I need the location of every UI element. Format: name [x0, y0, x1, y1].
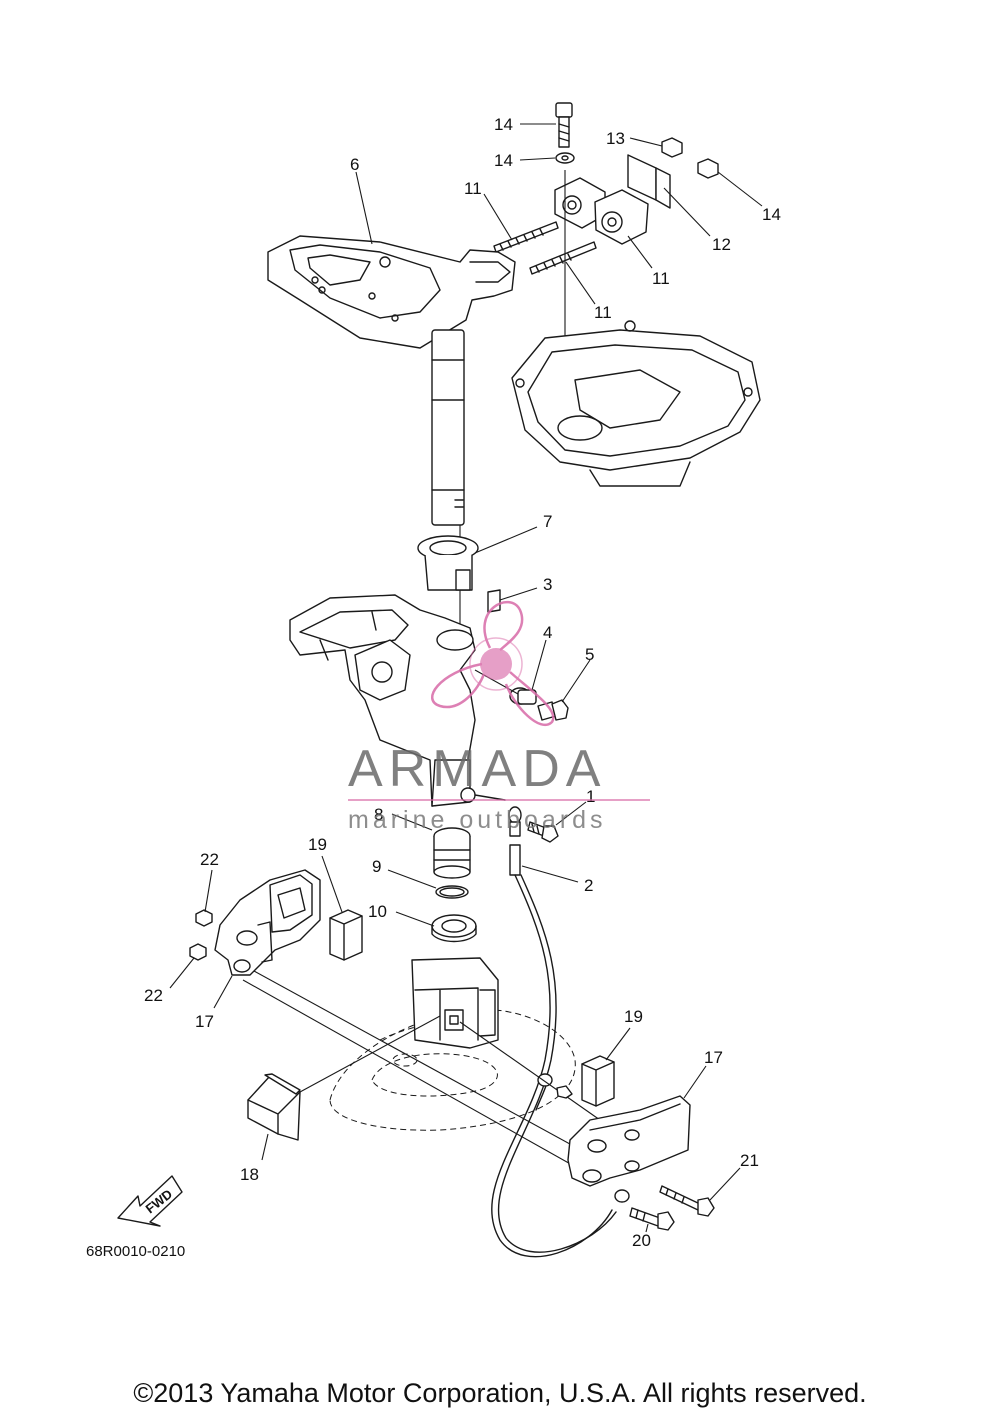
callout-4: 4: [543, 623, 552, 642]
part-9-o-ring: [435, 885, 469, 899]
callout-14-right: 14: [762, 205, 781, 224]
callout-14-upper: 13: [606, 129, 625, 148]
part-22-nut-lower: [189, 943, 207, 961]
part-20-bolt: [629, 1207, 675, 1231]
callout-1: 1: [586, 787, 595, 806]
part-3-plate: [487, 589, 501, 613]
part-17-bracket-left: [214, 869, 321, 976]
part-11-stud-lower: [529, 241, 597, 275]
watermark-tagline: marine outboards: [348, 806, 607, 834]
leader-lines: [169, 123, 763, 1233]
small-bolt: [556, 1085, 573, 1099]
exploded-parts-diagram: FWD 14 14 13 14 12 11: [86, 102, 781, 1260]
part-8-bushing: [433, 827, 471, 879]
propeller-logo-icon: [431, 600, 555, 726]
part-14-nut-upper: [661, 137, 683, 158]
callout-2: 2: [584, 876, 593, 895]
callout-16: 14: [494, 151, 513, 170]
part-2-ground-lead: [491, 806, 630, 1258]
armada-watermark: ARMADA marine outboards: [348, 600, 650, 834]
callout-9: 9: [372, 857, 381, 876]
part-13-plate: [627, 154, 671, 209]
part-16-washer: [555, 152, 575, 164]
part-6-steering-bracket: [267, 235, 516, 526]
callout-3: 3: [543, 575, 552, 594]
part-15-bolt: [555, 102, 573, 148]
callout-11-lower: 11: [594, 303, 612, 322]
callout-21: 21: [740, 1151, 759, 1170]
callout-6: 6: [350, 155, 359, 174]
callout-11-upper: 11: [464, 179, 482, 198]
callout-15: 14: [494, 115, 513, 134]
lower-mount-housing: [329, 957, 576, 1131]
part-14-nut-right: [697, 158, 719, 179]
callout-5: 5: [585, 645, 594, 664]
part-21-bolt: [659, 1185, 715, 1217]
callout-13: 12: [712, 235, 731, 254]
part-22-nut-upper: [195, 909, 213, 927]
callout-17-left: 17: [195, 1012, 214, 1031]
fwd-arrow-icon: FWD: [117, 1175, 183, 1227]
callout-12: 11: [652, 269, 670, 288]
callout-19-upper: 19: [308, 835, 327, 854]
drawing-code: 68R0010-0210: [86, 1243, 185, 1260]
copyright-notice: ©2013 Yamaha Motor Corporation, U.S.A. A…: [133, 1378, 867, 1408]
callout-22-upper: 22: [200, 850, 219, 869]
callout-19-lower: 19: [624, 1007, 643, 1026]
callout-8: 8: [374, 805, 383, 824]
callout-22-lower: 22: [144, 986, 163, 1005]
callout-7: 7: [543, 512, 552, 531]
callout-20: 20: [632, 1231, 651, 1250]
part-19-damper-lower: [581, 1055, 615, 1107]
part-5-bolt: [537, 699, 569, 721]
part-17-bracket-right: [567, 1095, 691, 1187]
callout-18: 18: [240, 1165, 259, 1184]
watermark-brand: ARMADA: [348, 740, 606, 798]
callout-17-right: 17: [704, 1048, 723, 1067]
part-11-stud-upper: [493, 221, 559, 253]
part-7-bushing: [417, 535, 479, 591]
part-10-seal: [431, 914, 477, 943]
callout-10: 10: [368, 902, 387, 921]
part-19-damper-upper: [329, 909, 363, 961]
swivel-housing: [289, 594, 506, 807]
part-number-callouts: 14 14 13 14 12 11 11 11 6 7 3 4 5 1 2 8 …: [86, 115, 781, 1260]
part-1-bolt: [527, 821, 559, 843]
part-12-mount-rubber: [554, 177, 649, 245]
upper-casing: [511, 320, 761, 487]
part-18-block: [247, 1073, 301, 1141]
